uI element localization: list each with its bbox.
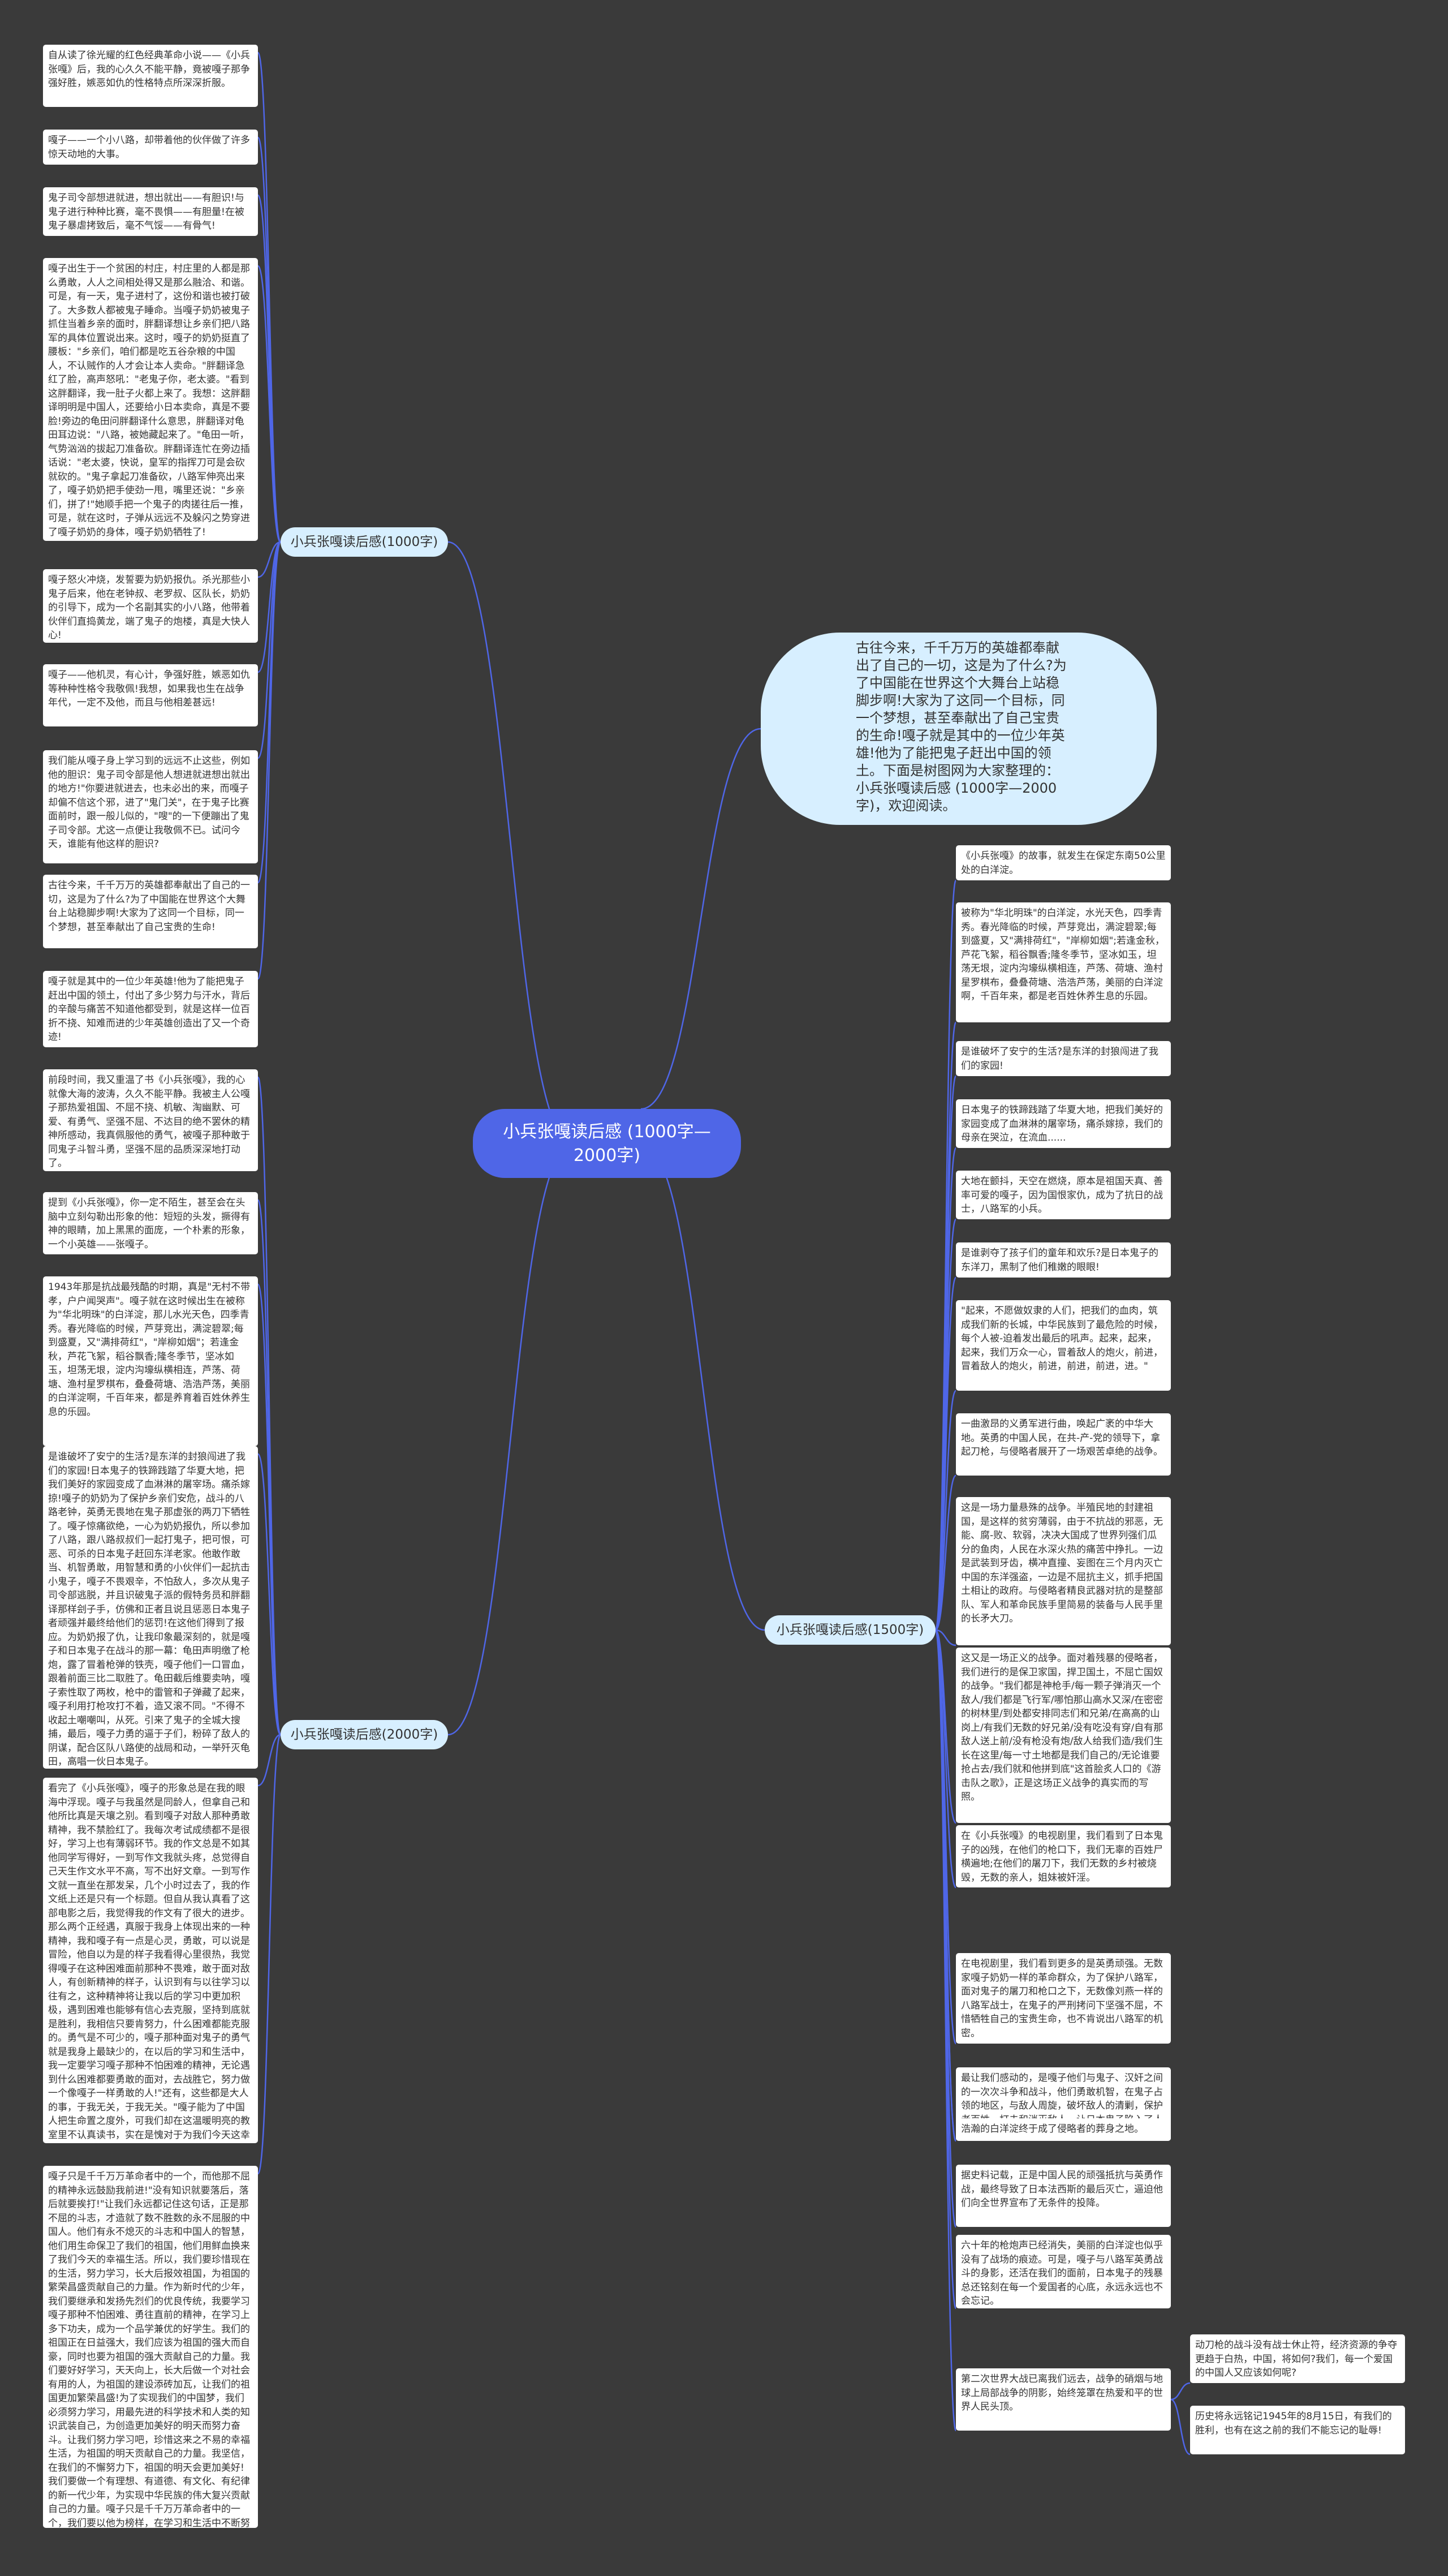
- intro-bubble[interactable]: 古往今来，千千万万的英雄都奉献出了自己的一切，这是为了什么?为了中国能在世界这个…: [761, 633, 1157, 825]
- link-root-branch-1000: [447, 541, 574, 1145]
- leaf-1000-8: 古往今来，千千万万的英雄都奉献出了自己的一切，这是为了什么?为了中国能在世界这个…: [43, 875, 258, 948]
- link-leaf-1500-16: [934, 1629, 957, 2310]
- branch-1000[interactable]: 小兵张嘎读后感(1000字): [281, 527, 448, 557]
- link-leaf-1500-7: [934, 1390, 957, 1631]
- link-root-branch-2000: [447, 1142, 574, 1736]
- link-leaf-1000-7: [257, 541, 282, 759]
- leaf-1500-11: 在《小兵张嘎》的电视剧里，我们看到了日本鬼子的凶残，在他们的枪口下，我们无辜的百…: [956, 1825, 1171, 1887]
- leaf-1500-6: 是谁剥夺了孩子们的童年和欢乐?是日本鬼子的东洋刀，黑制了他们稚嫩的眼眼!: [956, 1242, 1171, 1278]
- leaf-2000-1: 前段时间，我又重温了书《小兵张嘎》，我的心就像大海的波涛，久久不能平静。我被主人…: [43, 1069, 258, 1171]
- leaf-1500-14: 浩瀚的白洋淀终于成了侵略者的葬身之地。: [956, 2118, 1171, 2141]
- leaf-1000-7: 我们能从嘎子身上学习到的远远不止这些，例如他的胆识：鬼子司令部是他人想进就进想出…: [43, 750, 258, 863]
- leaf-2000-5: 看完了《小兵张嘎》，嘎子的形象总是在我的眼海中浮现。嘎子与我虽然是同龄人，但拿自…: [43, 1778, 258, 2143]
- leaf-1500-9: 这是一场力量悬殊的战争。半殖民地的封建祖国，是这样的贫穷薄弱，由于不抗战的邪恶，…: [956, 1497, 1171, 1645]
- link-leaf-2000-2: [257, 1199, 282, 1736]
- leaf-1000-3: 鬼子司令部想进就进，想出就出——有胆识!与鬼子进行种种比赛，毫不畏惧——有胆量!…: [43, 187, 258, 236]
- leaf-1000-1: 自从读了徐光耀的红色经典革命小说——《小兵张嘎》后，我的心久久不能平静，竟被嘎子…: [43, 45, 258, 107]
- link-leaf-1500-3: [934, 1075, 957, 1631]
- link-leaf-1000-3: [257, 194, 282, 543]
- leaf-1000-2: 嘎子——一个小八路，却带着他的伙伴做了许多惊天动地的大事。: [43, 130, 258, 165]
- link-leaf-2000-6: [257, 1734, 282, 2175]
- leaf-1500-4: 日本鬼子的铁蹄践踏了华夏大地，把我们美好的家园变成了血淋淋的屠宰场，痛杀嫁掠，我…: [956, 1099, 1171, 1148]
- link-leaf-1500-5: [934, 1218, 957, 1631]
- leaf-1000-4: 嘎子出生于一个贫困的村庄，村庄里的人都是那么勇敢，人人之间相处得又是那么融洽、和…: [43, 258, 258, 541]
- leaf-1500-sub-1: 动刀枪的战斗没有战士休止符，经济资源的争夺更趋于白热，中国，将如何?我们，每一个…: [1190, 2334, 1405, 2383]
- link-leaf-1500-11: [934, 1629, 957, 1889]
- link-leaf-2000-3: [257, 1283, 282, 1736]
- leaf-1500-10: 这又是一场正义的战争。面对着残暴的侵略者，我们进行的是保卫家国，捍卫国土，不屈亡…: [956, 1648, 1171, 1823]
- link-leaf-1500-17: [934, 1629, 957, 2432]
- link-leaf-1500-4: [934, 1147, 957, 1631]
- leaf-1500-2: 被称为"华北明珠"的白洋淀，水光天色，四季青秀。春光降临的时候，芦芽竞出，满淀碧…: [956, 902, 1171, 1022]
- link-leaf-1500-8: [934, 1474, 957, 1631]
- leaf-1000-5: 嘎子怒火冲烧，发誓要为奶奶报仇。杀光那些小鬼子后来，他在老钟叔、老罗叔、区队长，…: [43, 569, 258, 643]
- leaf-1500-5: 大地在颤抖，天空在燃烧，原本是祖国天真、善率可爱的嘎子，因为国恨家仇，成为了抗日…: [956, 1171, 1171, 1219]
- link-leaf-1500-2: [934, 1021, 957, 1631]
- leaf-1500-8: 一曲激昂的义勇军进行曲，唤起广袤的中华大地。英勇的中国人民，在共-产-党的领导下…: [956, 1413, 1171, 1476]
- link-leaf-1500-15: [934, 1629, 957, 2228]
- link-leaf-1500-6: [934, 1276, 957, 1631]
- link-leaf-1000-9: [257, 541, 282, 980]
- leaf-1500-17: 第二次世界大战已离我们远去，战争的硝烟与地球上局部战争的阴影，始终笼罩在热爱和平…: [956, 2368, 1171, 2431]
- link-leaf-1000-4: [257, 265, 282, 543]
- link-leaf-1000-6: [257, 541, 281, 673]
- intro-text: 古往今来，千千万万的英雄都奉献出了自己的一切，这是为了什么?为了中国能在世界这个…: [856, 640, 1067, 814]
- leaf-2000-2: 提到《小兵张嘎》，你一定不陌生，甚至会在头脑中立刻勾勒出形象的他：短短的头发，撅…: [43, 1192, 258, 1254]
- link-root-branch-1500: [640, 1142, 765, 1631]
- leaf-2000-3: 1943年那是抗战最残酷的时期，真是"无村不带孝，户户闻哭声"。嘎子就在这时候出…: [43, 1276, 258, 1446]
- link-leaf-2000-4: [257, 1453, 282, 1736]
- leaf-1500-15: 据史料记载，正是中国人民的顽强抵抗与英勇作战，最终导致了日本法西斯的最后灭亡，逼…: [956, 2165, 1171, 2227]
- link-leaf-1000-5: [257, 541, 281, 578]
- link-leaf-1500-10: [934, 1629, 957, 1824]
- leaf-2000-6: 嘎子只是千千万万革命者中的一个，而他那不屈的精神永远鼓励我前进!"没有知识就要落…: [43, 2166, 258, 2528]
- link-leaf-1000-1: [257, 51, 282, 543]
- leaf-1500-7: "起来，不愿做奴隶的人们，把我们的血肉，筑成我们新的长城，中华民族到了最危险的时…: [956, 1300, 1171, 1391]
- link-root-intro: [640, 728, 761, 1110]
- leaf-1500-sub-2: 历史将永远铭记1945年的8月15日，有我们的胜利，也有在这之前的我们不能忘记的…: [1190, 2406, 1405, 2454]
- link-leaf-1500-13: [934, 1629, 957, 2142]
- branch-2000[interactable]: 小兵张嘎读后感(2000字): [281, 1720, 448, 1749]
- link-leaf-1500-9: [935, 1629, 956, 1646]
- branch-1500[interactable]: 小兵张嘎读后感(1500字): [765, 1615, 936, 1645]
- link-leaf-1500-12: [934, 1629, 957, 2045]
- link-leaf-2000-5: [257, 1734, 281, 1787]
- leaf-1500-16: 六十年的枪炮声已经消失，美丽的白洋淀也似乎没有了战场的痕迹。可是，嘎子与八路军英…: [956, 2235, 1171, 2308]
- link-leaf-2000-1: [257, 1076, 282, 1736]
- link-leaf-1000-8: [257, 541, 282, 884]
- link-leaf-1500-1: [934, 879, 957, 1631]
- link-leaf-1500-14: [934, 1629, 957, 2142]
- leaf-1500-1: 《小兵张嘎》的故事，就发生在保定东南50公里处的白洋淀。: [956, 845, 1171, 880]
- leaf-1000-9: 嘎子就是其中的一位少年英雄!他为了能把鬼子赶出中国的领土，付出了多少努力与汗水，…: [43, 971, 258, 1047]
- link-leaf-1500-sub-2: [1170, 2398, 1191, 2455]
- leaf-2000-4: 是谁破坏了安宁的生活?是东洋的封狼闯进了我们的家园!日本鬼子的铁蹄践踏了华夏大地…: [43, 1446, 258, 1769]
- leaf-1500-12: 在电视剧里，我们看到更多的是英勇顽强。无数家嘎子奶奶一样的革命群众，为了保护八路…: [956, 1953, 1171, 2044]
- leaf-1000-6: 嘎子——他机灵，有心计，争强好胜，嫉恶如仇等种种性格令我敬佩!我想，如果我也生在…: [43, 664, 258, 726]
- link-leaf-1000-2: [257, 136, 282, 543]
- root-topic[interactable]: 小兵张嘎读后感 (1000字—2000字): [473, 1109, 741, 1178]
- leaf-1500-3: 是谁破坏了安宁的生活?是东洋的封狼闯进了我们的家园!: [956, 1041, 1171, 1076]
- link-leaf-1500-sub-1: [1170, 2382, 1191, 2401]
